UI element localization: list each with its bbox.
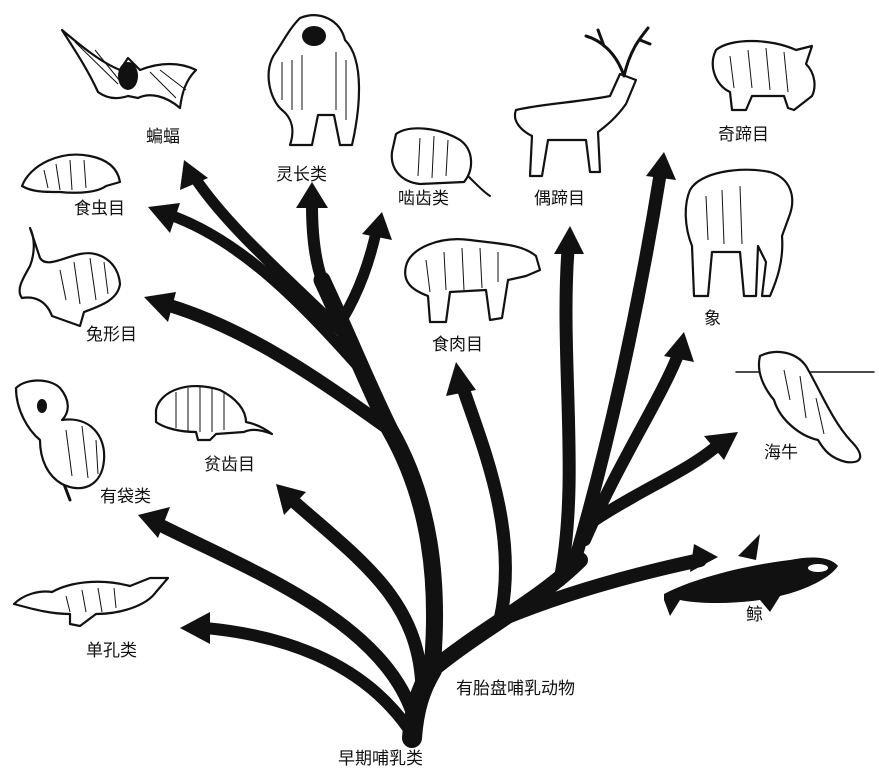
label-lagomorphs: 兔形目 (86, 325, 137, 345)
branch-rodents (342, 228, 377, 320)
bear-illustration (405, 239, 540, 322)
arrowhead-monotremes (180, 612, 210, 644)
label-sea-cows: 海牛 (764, 443, 798, 463)
arrowhead-artiodactyls (554, 226, 584, 254)
bat-illustration (62, 30, 196, 108)
platypus-illustration (14, 578, 168, 626)
branch-monotremes (205, 628, 408, 728)
label-whales: 鲸 (746, 605, 763, 625)
label-placental-mammals: 有胎盘哺乳动物 (456, 679, 575, 699)
label-perissodactyls: 奇蹄目 (718, 125, 769, 145)
label-primates: 灵长类 (276, 165, 327, 185)
label-artiodactyls: 偶蹄目 (534, 189, 585, 209)
branch-edentates (292, 500, 422, 690)
elephant-illustration (686, 170, 792, 296)
label-edentates: 贫齿目 (204, 455, 255, 475)
branch-primates (312, 205, 322, 280)
branch-carnivores (462, 385, 505, 620)
label-marsupials: 有袋类 (100, 487, 151, 507)
branch-bats (195, 178, 350, 340)
rhino-illustration (713, 41, 815, 110)
label-early-mammals: 早期哺乳类 (338, 749, 423, 769)
label-insectivores: 食虫目 (74, 199, 125, 219)
branch-artiodactyls (560, 250, 569, 580)
manatee-illustration (736, 352, 874, 462)
koala-illustration (16, 381, 104, 501)
arrowhead-primates (296, 182, 328, 208)
label-rodents: 啮齿类 (398, 189, 449, 209)
animal-illustrations (14, 15, 874, 626)
arrowhead-lagomorphs (144, 292, 176, 322)
gorilla-illustration (269, 15, 359, 145)
orca-illustration (664, 534, 838, 616)
arrowhead-rodents (362, 212, 392, 240)
arrowhead-perissodactyls (646, 152, 676, 180)
mole-illustration (22, 155, 120, 193)
rabbit-illustration (20, 228, 120, 326)
arrowhead-whales (690, 544, 718, 572)
arrowhead-carnivores (446, 362, 476, 396)
label-monotremes: 单孔类 (86, 641, 137, 661)
label-bats: 蝙蝠 (146, 127, 180, 147)
label-carnivores: 食肉目 (432, 335, 483, 355)
arrowhead-elephants (664, 332, 694, 362)
rodent-illustration (392, 128, 490, 196)
label-elephants: 象 (704, 309, 721, 329)
armadillo-illustration (156, 386, 272, 440)
deer-illustration (515, 28, 650, 176)
